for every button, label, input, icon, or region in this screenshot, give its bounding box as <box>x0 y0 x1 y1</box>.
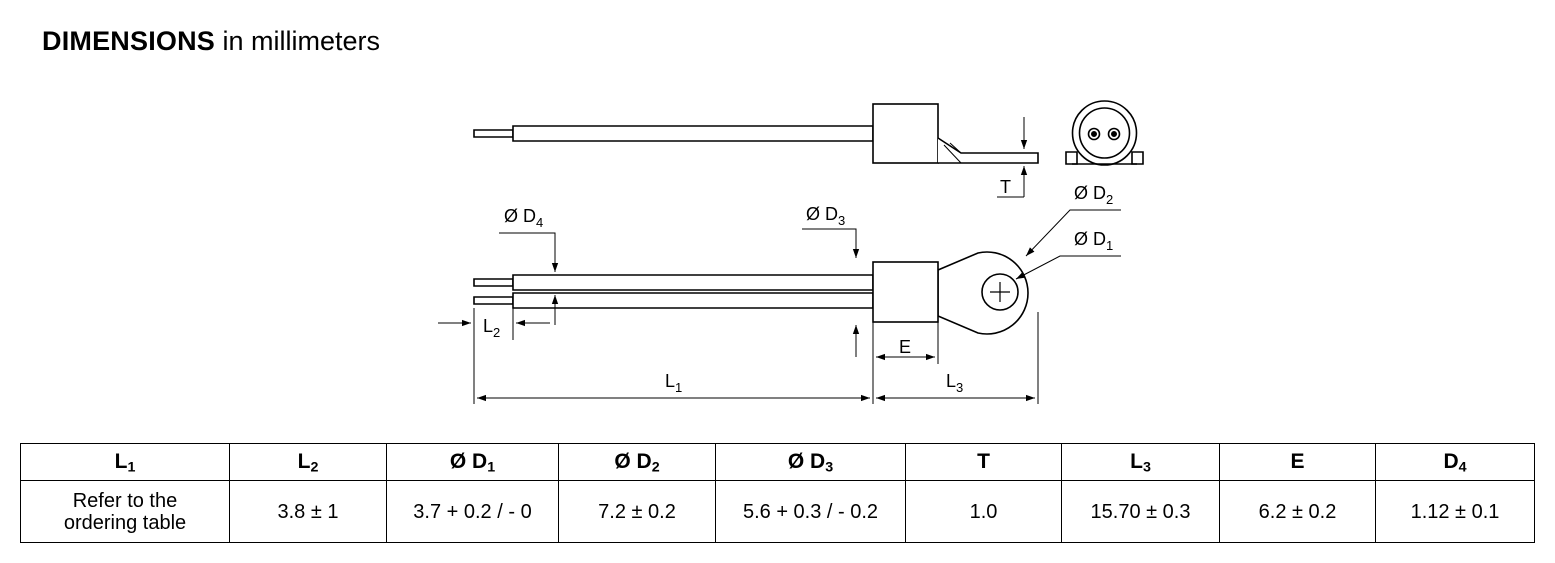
section-title-rest: in millimeters <box>215 26 381 56</box>
section-title-bold: DIMENSIONS <box>42 26 216 56</box>
section-title: DIMENSIONS in millimeters <box>42 26 380 57</box>
header-d4: D4 <box>1375 443 1535 481</box>
cell-d1: 3.7 + 0.2 / - 0 <box>386 480 559 543</box>
label-e: E <box>899 337 911 357</box>
cell-d3: 5.6 + 0.3 / - 0.2 <box>715 480 906 543</box>
wire-1 <box>512 274 874 291</box>
header-d3: Ø D3 <box>715 443 906 481</box>
dimension-lines <box>438 209 1121 404</box>
label-t: T <box>1000 177 1011 197</box>
end-body-inner <box>1078 107 1131 159</box>
label-d4: Ø D4 <box>504 206 543 230</box>
header-e: E <box>1219 443 1376 481</box>
header-l2: L2 <box>229 443 387 481</box>
end-view <box>1065 100 1144 166</box>
dimensions-table: L1 L2 Ø D1 Ø D2 Ø D3 T L3 E D4 Refer to … <box>20 443 1535 543</box>
header-t: T <box>905 443 1062 481</box>
side-view <box>473 103 1039 198</box>
side-wire-tip <box>473 129 514 138</box>
wire-tip-2 <box>473 296 514 305</box>
label-d1: Ø D1 <box>1074 229 1113 253</box>
cell-t: 1.0 <box>905 480 1062 543</box>
ring-lug <box>937 251 1029 335</box>
end-body-outer <box>1071 100 1138 166</box>
cell-l3: 15.70 ± 0.3 <box>1061 480 1220 543</box>
cell-d4: 1.12 ± 0.1 <box>1375 480 1535 543</box>
header-d2: Ø D2 <box>558 443 716 481</box>
top-view <box>473 251 1029 335</box>
side-wire-insulation <box>512 125 874 142</box>
header-l1: L1 <box>20 443 230 481</box>
dimension-drawing: T Ø D2 Ø D1 Ø D3 Ø D4 L2 E L1 L3 <box>438 100 1144 404</box>
label-d3: Ø D3 <box>806 204 845 228</box>
body <box>872 261 939 323</box>
cell-e: 6.2 ± 0.2 <box>1219 480 1376 543</box>
wire-tip-1 <box>473 278 514 287</box>
cell-l2: 3.8 ± 1 <box>229 480 387 543</box>
lug-hole <box>981 273 1019 311</box>
header-d1: Ø D1 <box>386 443 559 481</box>
wire-2 <box>512 292 874 309</box>
label-l2: L2 <box>483 316 500 340</box>
side-body <box>872 103 939 164</box>
side-neck <box>937 137 1039 164</box>
label-d2: Ø D2 <box>1074 183 1113 207</box>
header-l3: L3 <box>1061 443 1220 481</box>
label-l1: L1 <box>665 371 682 395</box>
cell-d2: 7.2 ± 0.2 <box>558 480 716 543</box>
table-header-row: L1 L2 Ø D1 Ø D2 Ø D3 T L3 E D4 <box>20 443 1535 481</box>
label-l3: L3 <box>946 371 963 395</box>
